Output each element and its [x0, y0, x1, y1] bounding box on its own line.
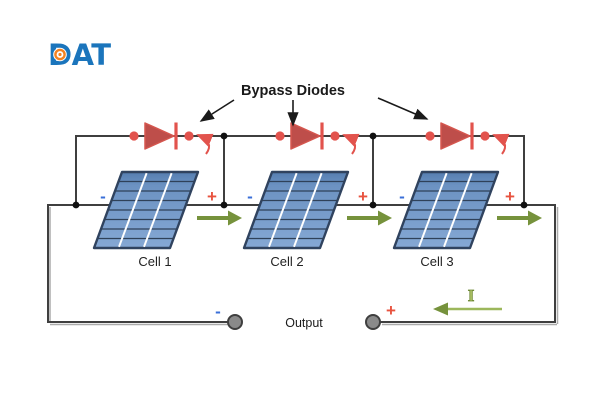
solar-cell-1 — [92, 170, 200, 250]
bypass-diode-3 — [425, 123, 505, 155]
output-label: Output — [285, 316, 323, 330]
current-arrow-1 — [195, 208, 244, 228]
junction-dot — [520, 201, 528, 209]
cell2-plus-label: + — [358, 187, 368, 206]
logo-target-dot — [58, 52, 62, 57]
current-arrow-3 — [495, 208, 544, 228]
annotation-arrow-left — [199, 99, 235, 122]
junction-dot — [220, 132, 228, 140]
cell3-plus-label: + — [505, 187, 515, 206]
cell2-label: Cell 2 — [270, 254, 303, 269]
junction-dots — [72, 132, 528, 209]
bypass-diode-2 — [275, 123, 355, 155]
current-arrow-2 — [345, 208, 394, 228]
output-minus-label: - — [215, 302, 221, 321]
current-label: I — [468, 286, 475, 305]
cell1-minus-label: - — [100, 187, 106, 206]
cell3-minus-label: - — [399, 187, 405, 206]
junction-dot — [72, 201, 80, 209]
solar-cell-3 — [392, 170, 500, 250]
logo: DAT — [48, 38, 112, 72]
junction-dot — [369, 201, 377, 209]
cell1-plus-label: + — [207, 187, 217, 206]
wire-shadow — [49, 207, 559, 326]
output-terminal-negative — [227, 314, 243, 330]
bypass-diode-1 — [129, 123, 209, 155]
output-plus-label: + — [386, 301, 396, 320]
junction-dot — [369, 132, 377, 140]
output-terminal-positive — [365, 314, 381, 330]
annotation-arrows — [199, 97, 429, 127]
solar-cell-2 — [242, 170, 350, 250]
cell2-minus-label: - — [247, 187, 253, 206]
junction-dot — [220, 201, 228, 209]
annotation-arrow-right — [377, 97, 429, 120]
current-direction-arrow — [433, 302, 502, 316]
annotation-label: Bypass Diodes — [241, 83, 345, 99]
cell1-label: Cell 1 — [138, 254, 171, 269]
cell3-label: Cell 3 — [420, 254, 453, 269]
logo-target-icon — [54, 48, 66, 61]
